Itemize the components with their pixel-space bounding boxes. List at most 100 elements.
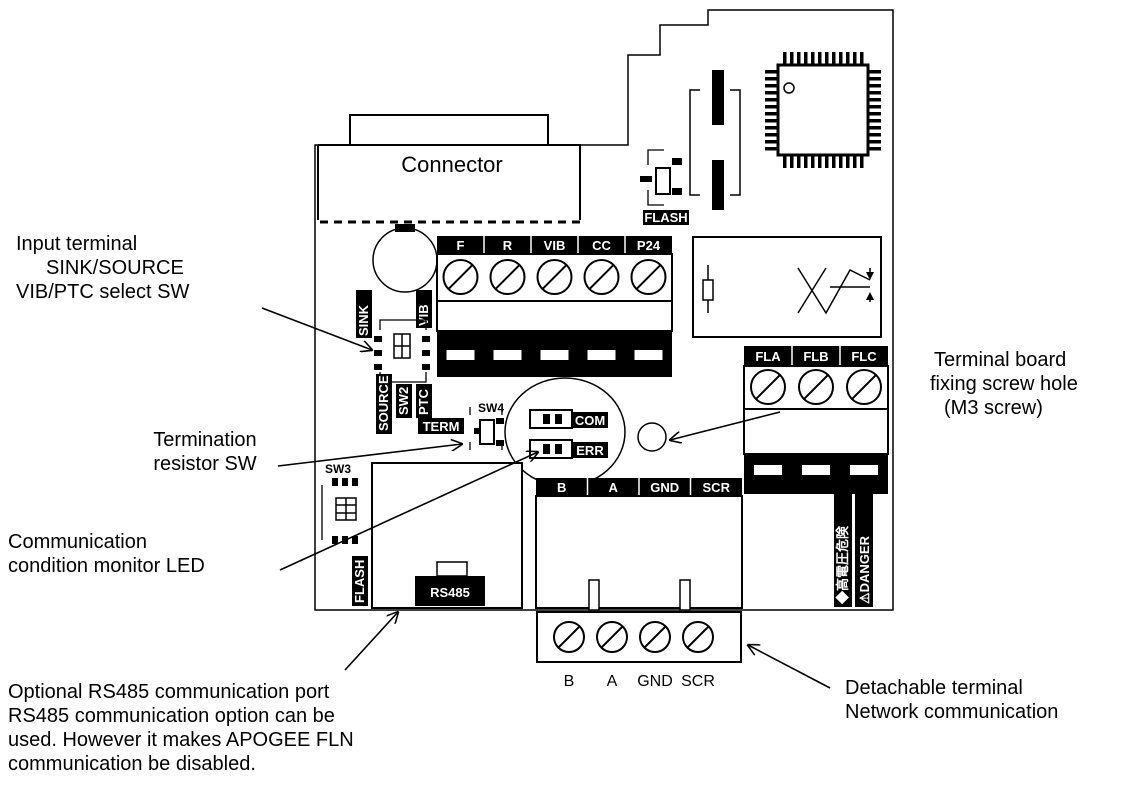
callout-comm-led-line2: condition monitor LED <box>8 555 205 577</box>
rs485-port: RS485 <box>371 462 523 609</box>
callout-rs485-line2: RS485 communication option can be <box>8 705 335 727</box>
chip-pin <box>783 156 787 168</box>
com-led-label: COM <box>575 413 605 428</box>
terminal-block-relay: FLA FLB FLC <box>743 346 889 494</box>
relay <box>692 236 882 338</box>
terminal-label-p24: P24 <box>637 238 661 253</box>
chip-pin <box>869 147 881 151</box>
chip-pin <box>832 156 836 168</box>
terminal-slot <box>802 465 830 475</box>
chip-pin <box>839 52 843 64</box>
arrow-termination <box>277 444 462 467</box>
chip-pin <box>853 156 857 168</box>
vib-label: VIB <box>416 304 431 326</box>
callout-comm-led-line1: Communication <box>8 531 147 553</box>
sw3-label: SW3 <box>325 462 351 476</box>
terminal-slot <box>587 350 616 360</box>
flash-top-label: FLASH <box>644 210 687 225</box>
arrow-screw-hole <box>670 411 781 440</box>
chip-pin <box>765 140 777 144</box>
detachable-label-b: B <box>564 673 575 690</box>
terminal-label-fla: FLA <box>755 349 781 364</box>
chip-pin <box>860 52 864 64</box>
callout-comm-led: Communication condition monitor LED <box>8 530 205 578</box>
detachable-screw-b <box>553 621 585 653</box>
terminal-screw-fla <box>750 369 786 405</box>
detachable-label-a: A <box>607 673 618 690</box>
chip-pin <box>839 156 843 168</box>
danger-label: ◆高電圧危険 ⚠DANGER <box>834 485 873 607</box>
terminal-screw-f <box>442 259 479 295</box>
chip-pin <box>825 52 829 64</box>
terminal-slot <box>540 350 569 360</box>
capacitor <box>372 224 438 293</box>
network-label-scr: SCR <box>703 480 731 495</box>
chip-pin <box>869 84 881 88</box>
terminal-screw-r <box>489 259 526 295</box>
chip-pin <box>869 126 881 130</box>
chip-pin <box>869 91 881 95</box>
callout-rs485-port: Optional RS485 communication port RS485 … <box>8 680 354 776</box>
screw-hole <box>637 422 667 452</box>
callout-detachable: Detachable terminal Network communicatio… <box>845 676 1058 724</box>
terminal-label-cc: CC <box>592 238 611 253</box>
chip-pin <box>765 70 777 74</box>
callout-screw-hole-line3: (M3 screw) <box>944 397 1043 419</box>
chip-pin <box>846 156 850 168</box>
terminal-screw-cc <box>583 259 620 295</box>
chip-pin <box>765 105 777 109</box>
callout-rs485-line3: used. However it makes APOGEE FLN <box>8 729 354 751</box>
flash-switch-top: FLASH <box>640 149 689 225</box>
board-outline <box>314 9 894 611</box>
crystal-component <box>689 70 741 210</box>
chip-pin <box>811 156 815 168</box>
chip-pin <box>832 52 836 64</box>
chip-pin <box>853 52 857 64</box>
callout-screw-hole-line1: Terminal board <box>934 349 1067 371</box>
chip-pin <box>825 156 829 168</box>
chip-pin <box>869 119 881 123</box>
terminal-block-top: F R VIB CC P24 <box>436 236 673 377</box>
detachable-label-gnd: GND <box>637 673 673 690</box>
callout-detachable-line2: Network communication <box>845 701 1059 723</box>
chip-pin <box>765 84 777 88</box>
callout-rs485-line4: communication be disabled. <box>8 753 256 775</box>
callout-input-terminal-line3: VIB/PTC select SW <box>16 281 190 303</box>
chip-pin <box>765 147 777 151</box>
arrow-input-terminal <box>261 307 372 350</box>
terminal-label-vib: VIB <box>544 238 566 253</box>
sink-label: SINK <box>356 304 371 336</box>
terminal-slot <box>493 350 522 360</box>
terminal-label-flb: FLB <box>803 349 828 364</box>
callout-rs485-line1: Optional RS485 communication port <box>8 681 330 703</box>
danger-jp-label: ◆高電圧危険 <box>835 525 850 605</box>
chip-pin <box>804 52 808 64</box>
chip-pin <box>869 140 881 144</box>
arrow-rs485 <box>344 612 398 671</box>
callout-input-terminal-line1: Input terminal <box>16 233 138 255</box>
callout-screw-hole-line2: fixing screw hole <box>930 373 1078 395</box>
callout-screw-hole: Terminal board fixing screw hole (M3 scr… <box>930 348 1078 420</box>
network-label-a: A <box>609 480 619 495</box>
terminal-label-f: F <box>457 238 465 253</box>
chip-pin <box>869 112 881 116</box>
connector: Connector <box>317 114 581 224</box>
terminal-screw-vib <box>536 259 573 295</box>
terminal-label-flc: FLC <box>851 349 877 364</box>
chip-pin <box>765 98 777 102</box>
terminal-slot <box>634 350 663 360</box>
chip-pin <box>804 156 808 168</box>
detachable-screw-a <box>596 621 628 653</box>
err-led-label: ERR <box>576 443 604 458</box>
danger-en-label: ⚠DANGER <box>857 535 872 604</box>
flash-left-label: FLASH <box>352 560 367 603</box>
chip-pin <box>765 133 777 137</box>
chip-pin <box>818 156 822 168</box>
sink-source-switch: SINK VIB SOURCE SW2 PTC <box>356 290 432 434</box>
terminal-label-r: R <box>503 238 513 253</box>
chip-pin <box>790 156 794 168</box>
detachable-label-scr: SCR <box>681 673 715 690</box>
chip-pin <box>811 52 815 64</box>
